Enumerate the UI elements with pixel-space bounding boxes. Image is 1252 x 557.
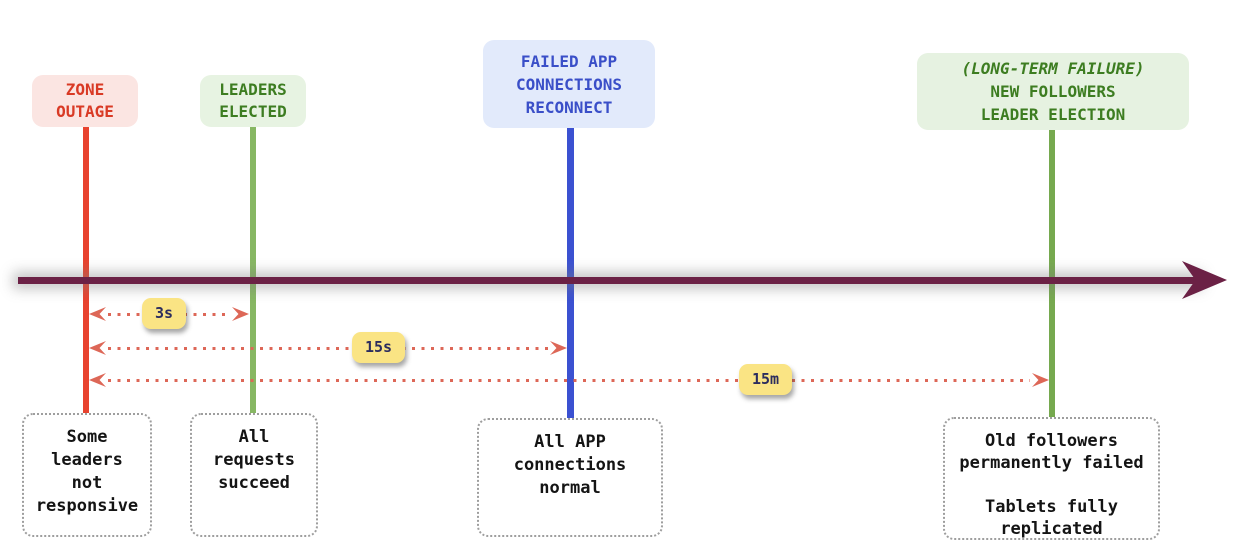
- event-label-longterm-rest: NEW FOLLOWERS LEADER ELECTION: [980, 82, 1126, 124]
- event-label-leaders-elected: LEADERS ELECTED: [200, 75, 306, 127]
- note-box-leaders-elected: All requests succeed: [190, 413, 318, 537]
- note-box-failed-app: All APP connections normal: [477, 418, 663, 537]
- arrowhead-right-icon: [1032, 373, 1049, 387]
- duration-badge-15s: 15s: [352, 332, 406, 363]
- note-box-longterm: Old followers permanently failed Tablets…: [943, 417, 1160, 540]
- timeline-axis: [18, 277, 1198, 284]
- event-line-zone-outage: [83, 127, 89, 415]
- arrowhead-left-icon: [89, 307, 106, 321]
- duration-badge-3s: 3s: [142, 298, 187, 329]
- duration-arrow-15m: [89, 372, 1049, 388]
- event-label-longterm: (LONG-TERM FAILURE) NEW FOLLOWERS LEADER…: [917, 53, 1189, 130]
- event-line-longterm: [1049, 130, 1055, 417]
- event-label-failed-app: FAILED APP CONNECTIONS RECONNECT: [483, 40, 655, 128]
- arrowhead-left-icon: [89, 373, 106, 387]
- event-label-failed-app-text: FAILED APP CONNECTIONS RECONNECT: [516, 51, 622, 117]
- event-line-leaders-elected: [250, 127, 256, 415]
- arrowhead-left-icon: [89, 341, 106, 355]
- arrowhead-right-icon: [232, 307, 249, 321]
- duration-arrow-15s: [89, 340, 567, 356]
- event-label-zone-outage: ZONE OUTAGE: [32, 75, 138, 127]
- arrowhead-right-icon: [550, 341, 567, 355]
- event-label-zone-outage-text: ZONE OUTAGE: [56, 80, 114, 121]
- dotted-line: [108, 346, 548, 350]
- event-line-failed-app: [567, 128, 574, 418]
- duration-badge-15m: 15m: [739, 364, 793, 395]
- dotted-line: [108, 378, 1030, 382]
- event-label-longterm-line1: (LONG-TERM FAILURE): [961, 59, 1145, 78]
- event-label-leaders-elected-text: LEADERS ELECTED: [219, 80, 287, 121]
- note-box-zone-outage: Some leaders not responsive: [22, 413, 152, 537]
